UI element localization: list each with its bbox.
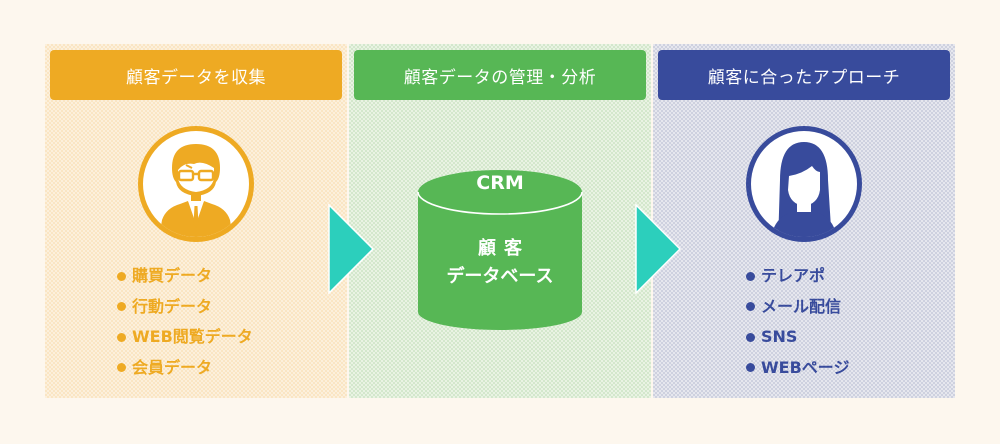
bullet-icon	[117, 332, 126, 342]
woman-avatar-icon	[746, 126, 862, 242]
crm-database-cylinder: CRM 顧客 データベース	[414, 166, 586, 332]
crm-label-line1: 顧客	[478, 238, 530, 259]
arrow-right-icon	[328, 204, 374, 294]
step-manage-panel: 顧客データの管理・分析	[349, 44, 651, 398]
bullet-icon	[117, 363, 126, 373]
list-item: 会員データ	[117, 353, 253, 384]
step-approach-header: 顧客に合ったアプローチ	[658, 50, 950, 100]
bullet-icon	[746, 302, 755, 312]
businessman-avatar-icon	[138, 126, 254, 242]
collect-data-list: 購買データ 行動データ WEB閲覧データ 会員データ	[117, 261, 253, 383]
step-approach-panel: 顧客に合ったアプローチ テレアポ メール配信 SNS WEBページ	[653, 44, 955, 398]
list-item: テレアポ	[746, 261, 849, 292]
bullet-icon	[746, 332, 755, 342]
approach-method-list: テレアポ メール配信 SNS WEBページ	[746, 261, 849, 383]
bullet-icon	[746, 363, 755, 373]
list-item: WEBページ	[746, 353, 849, 384]
list-item: SNS	[746, 322, 849, 353]
step-manage-header: 顧客データの管理・分析	[354, 50, 646, 100]
list-item: メール配信	[746, 292, 849, 323]
crm-title: CRM	[476, 172, 524, 194]
database-cylinder-icon	[417, 170, 583, 330]
list-item: 行動データ	[117, 292, 253, 323]
bullet-icon	[746, 271, 755, 281]
bullet-icon	[117, 271, 126, 281]
list-item: WEB閲覧データ	[117, 322, 253, 353]
arrow-right-icon	[635, 204, 681, 294]
step-collect-panel: 顧客データを収集 購買データ 行動データ WEB閲覧デー	[45, 44, 347, 398]
crm-label-line2: データベース	[446, 266, 554, 287]
step-collect-header: 顧客データを収集	[50, 50, 342, 100]
list-item: 購買データ	[117, 261, 253, 292]
bullet-icon	[117, 302, 126, 312]
